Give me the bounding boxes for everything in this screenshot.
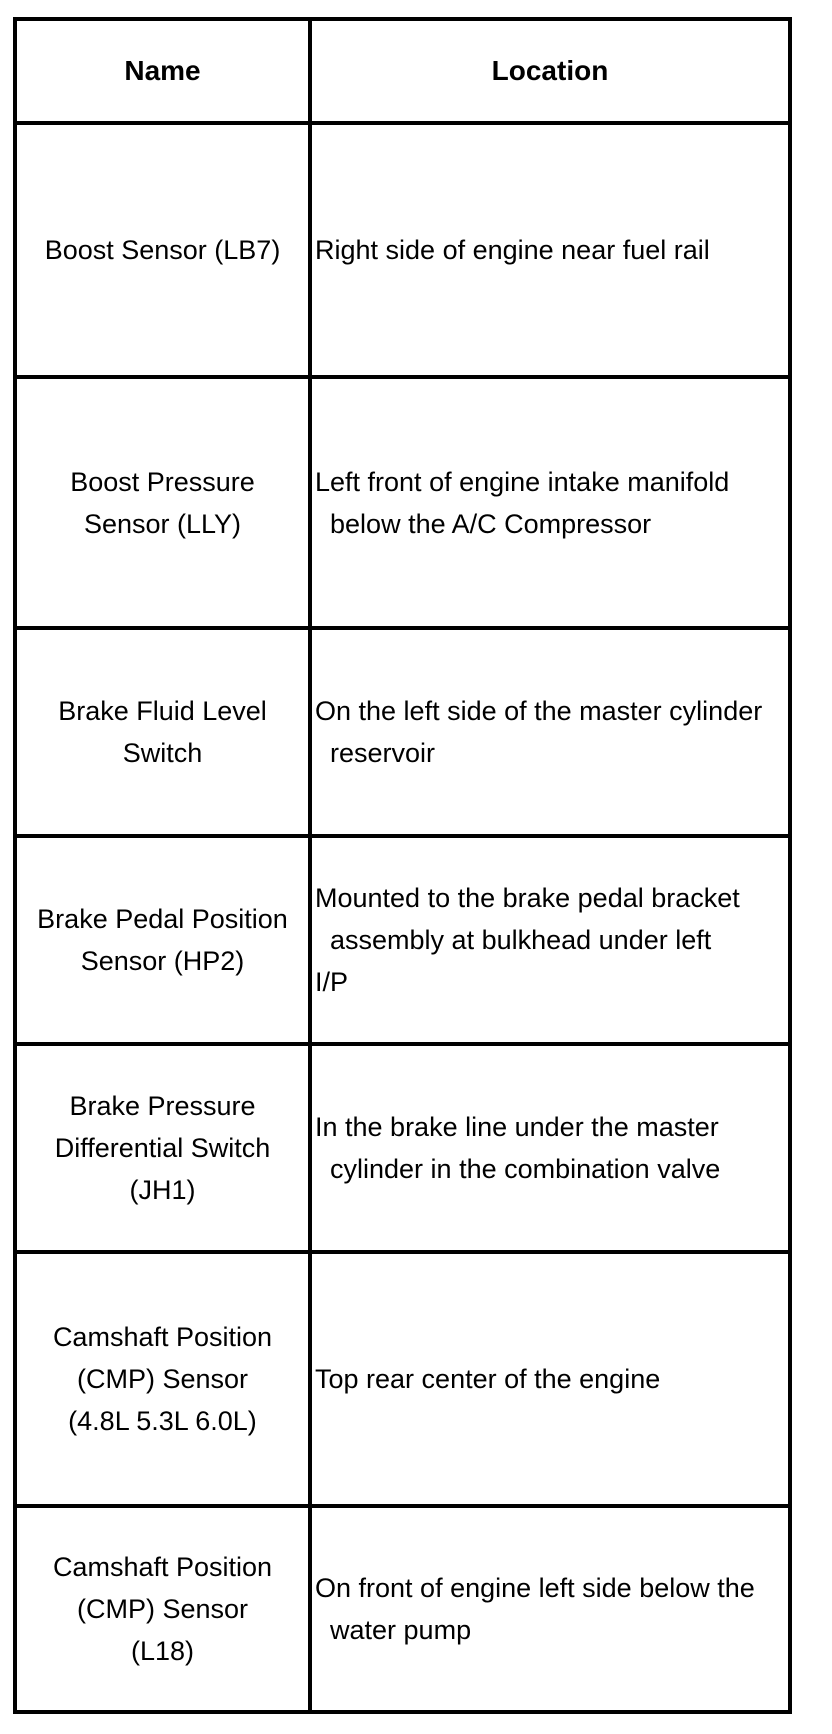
row-7-name-cell: Camshaft Position (CMP) Sensor (L18) — [17, 1508, 308, 1710]
row-4-location: Mounted to the brake pedal bracket assem… — [315, 883, 740, 997]
column-header-location-label: Location — [491, 55, 609, 86]
row-6-name-cell: Camshaft Position (CMP) Sensor (4.8L 5.3… — [17, 1254, 308, 1504]
row-5-name-cell: Brake Pressure Differential Switch (JH1) — [17, 1046, 308, 1250]
row-7-location: On front of engine left side below the w… — [315, 1573, 755, 1645]
row-5-location-cell: In the brake line under the master cylin… — [312, 1046, 788, 1250]
row-1-location: Right side of engine near fuel rail — [315, 235, 710, 265]
column-header-location: Location — [312, 21, 788, 121]
row-3-location: On the left side of the master cylinder … — [315, 696, 763, 768]
row-2-location-cell: Left front of engine intake manifold bel… — [312, 379, 788, 626]
row-1-location-cell: Right side of engine near fuel rail — [312, 125, 788, 375]
row-4-name: Brake Pedal Position Sensor (HP2) — [37, 904, 288, 976]
row-3-name: Brake Fluid Level Switch — [58, 696, 267, 768]
row-1-name-cell: Boost Sensor (LB7) — [17, 125, 308, 375]
column-header-name: Name — [17, 21, 308, 121]
row-3-location-cell: On the left side of the master cylinder … — [312, 630, 788, 834]
sensor-location-table: Name Location Boost Sensor (LB7) Right s… — [13, 17, 792, 1714]
row-6-name: Camshaft Position (CMP) Sensor (4.8L 5.3… — [52, 1322, 273, 1436]
row-6-location-cell: Top rear center of the engine — [312, 1254, 788, 1504]
row-2-location: Left front of engine intake manifold bel… — [315, 466, 730, 539]
row-3-name-cell: Brake Fluid Level Switch — [17, 630, 308, 834]
row-7-name: Camshaft Position (CMP) Sensor (L18) — [52, 1552, 273, 1666]
row-4-location-cell: Mounted to the brake pedal bracket assem… — [312, 838, 788, 1042]
row-2-name-cell: Boost Pressure Sensor (LLY) — [17, 379, 308, 626]
row-4-name-cell: Brake Pedal Position Sensor (HP2) — [17, 838, 308, 1042]
row-6-location: Top rear center of the engine — [315, 1364, 661, 1394]
row-5-name: Brake Pressure Differential Switch (JH1) — [54, 1091, 271, 1205]
row-5-location: In the brake line under the master cylin… — [315, 1112, 721, 1184]
row-7-location-cell: On front of engine left side below the w… — [312, 1508, 788, 1710]
row-1-name: Boost Sensor (LB7) — [44, 235, 281, 265]
column-header-name-label: Name — [124, 55, 201, 86]
row-2-name: Boost Pressure Sensor (LLY) — [70, 466, 255, 539]
